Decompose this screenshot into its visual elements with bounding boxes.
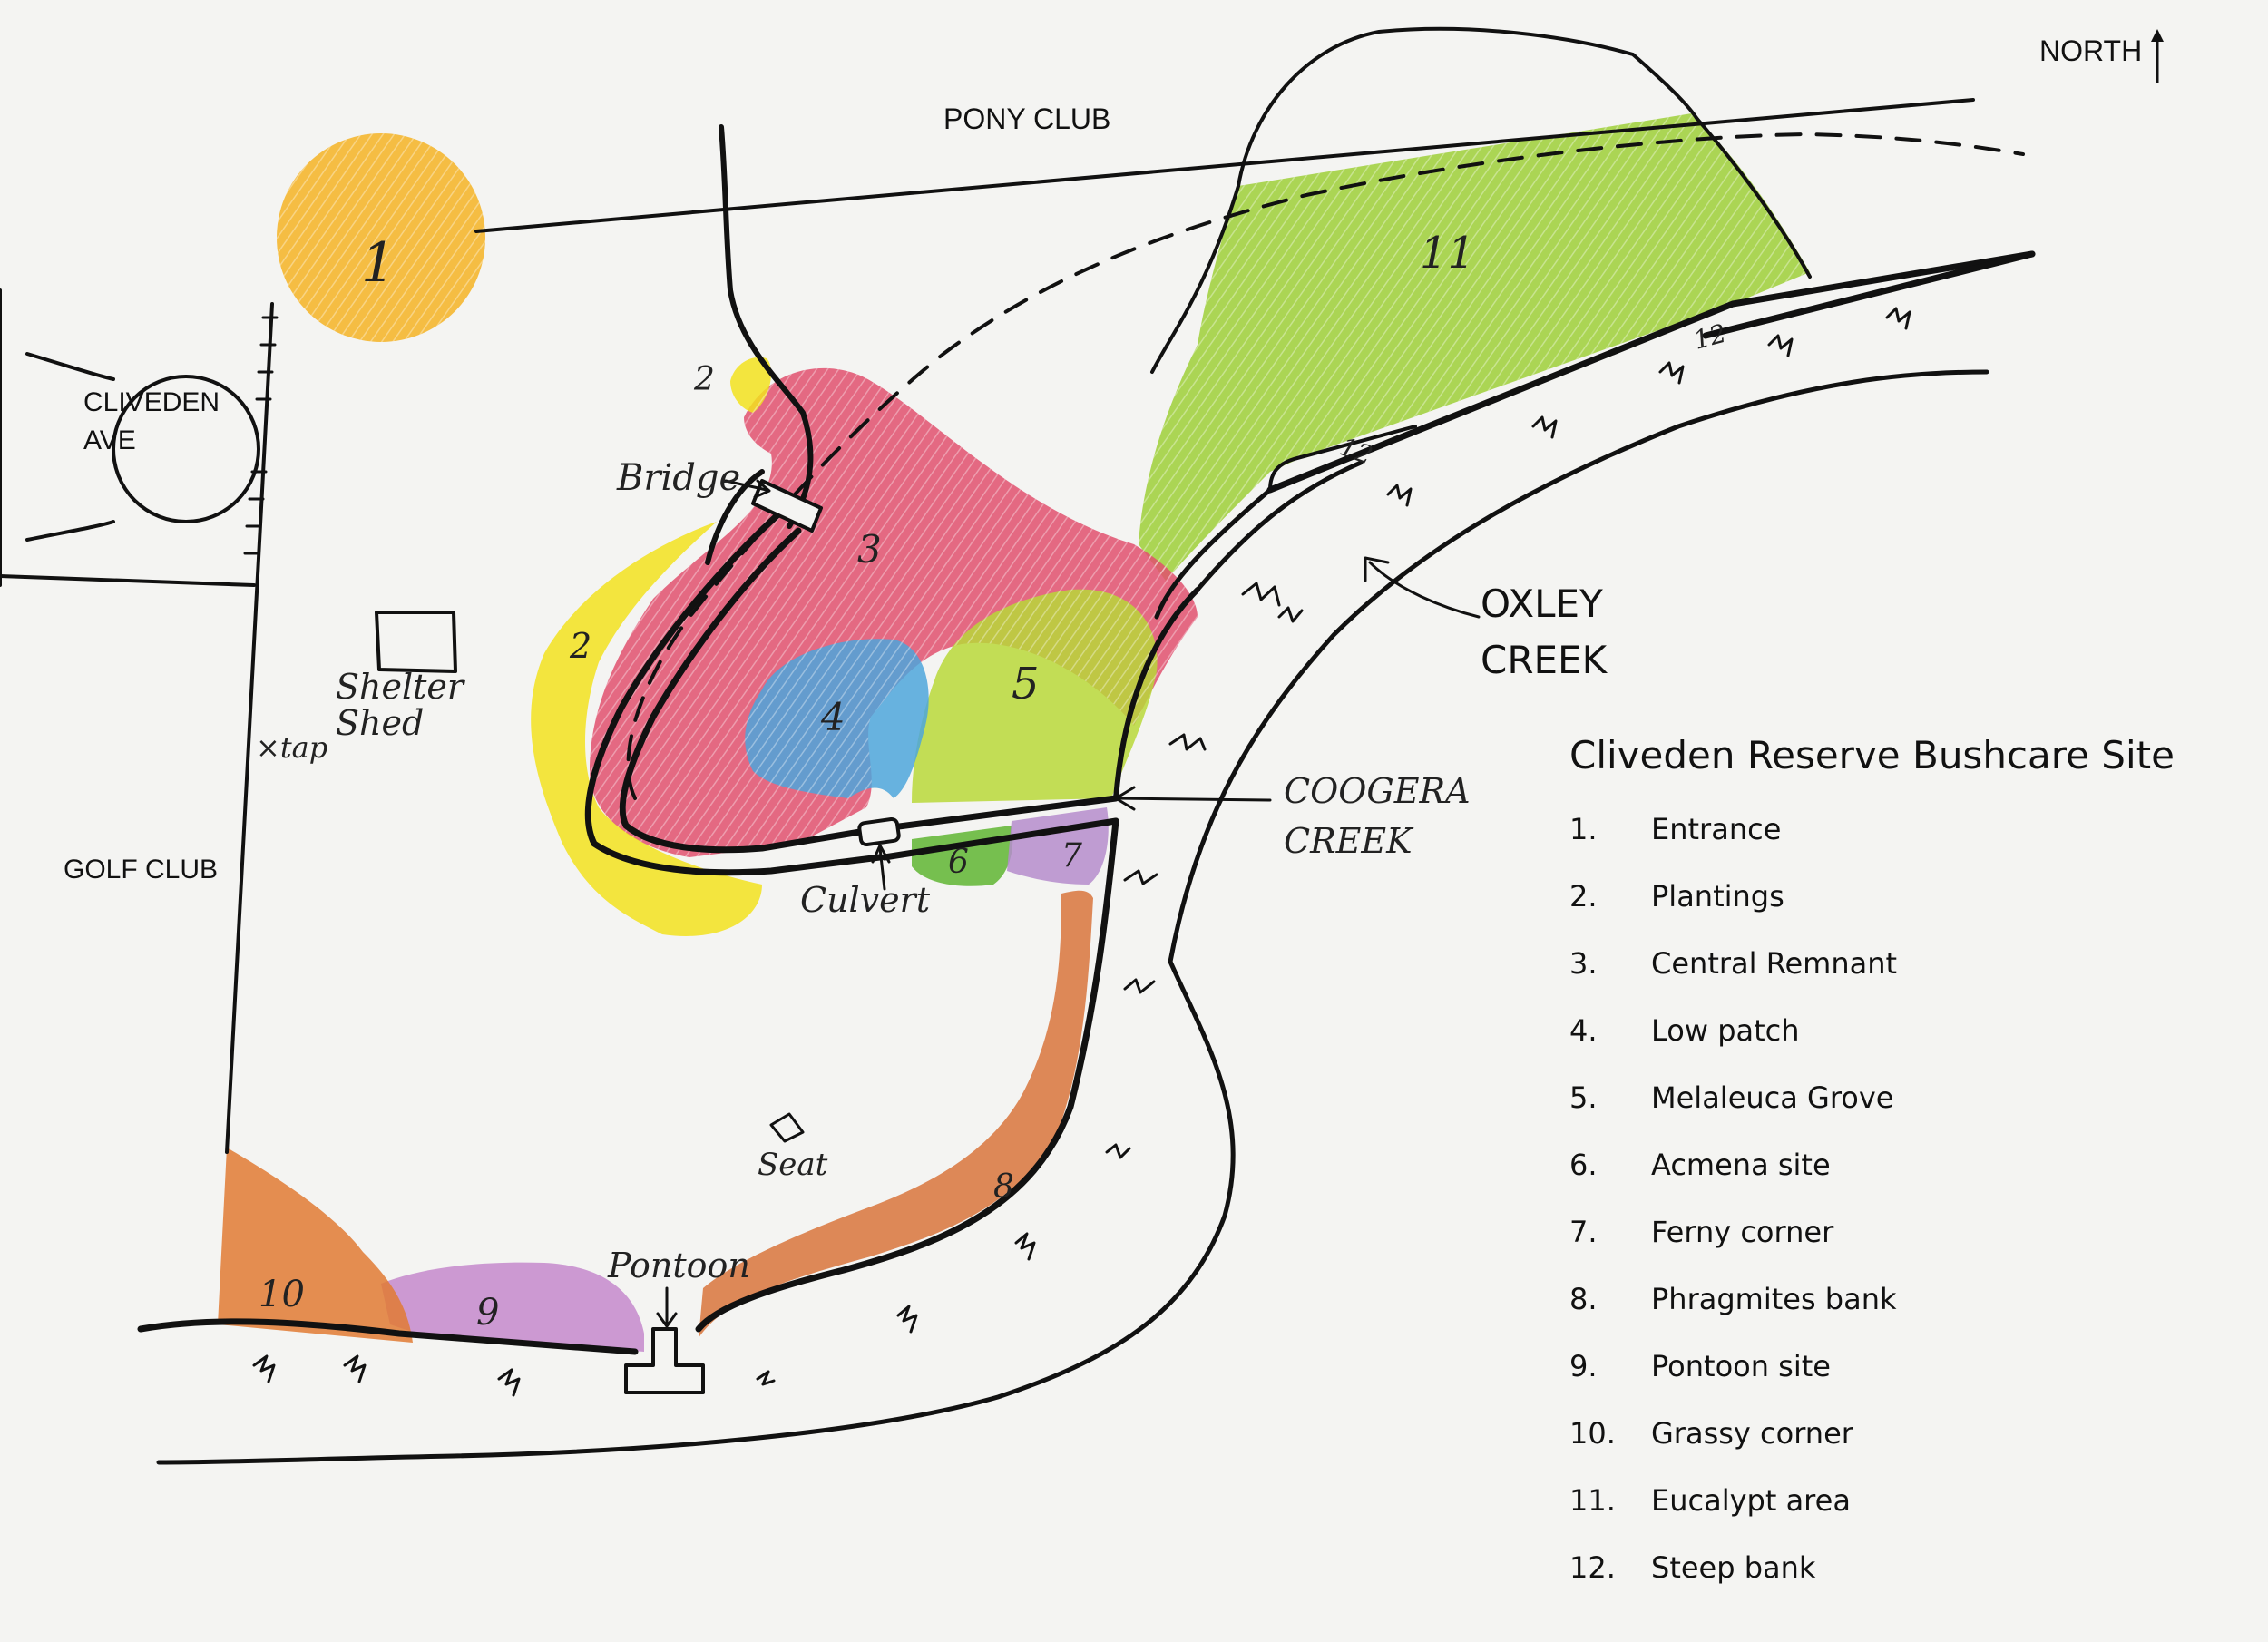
label-culvert: Culvert (800, 880, 931, 920)
zone-label-5: 5 (1012, 659, 1040, 709)
legend-item-label: Eucalypt area (1651, 1483, 1851, 1518)
north-indicator: NORTH (2039, 29, 2165, 91)
oxley-creek-east-bank (1266, 250, 2036, 494)
zone-label-2-left: 2 (569, 626, 591, 666)
label-pontoon: Pontoon (607, 1246, 750, 1285)
zone-ferny-corner (1007, 807, 1109, 885)
legend-item-label: Grassy corner (1651, 1416, 1853, 1451)
zone-label-3: 3 (857, 527, 882, 572)
seat (769, 1112, 805, 1143)
legend-item-number: 3. (1569, 946, 1598, 981)
label-oxley-creek-1: OXLEY (1481, 582, 1603, 626)
label-pony-club: PONY CLUB (943, 103, 1110, 135)
legend-item-label: Phragmites bank (1651, 1282, 1897, 1316)
place-labels: PONY CLUB CLIVEDEN AVE GOLF CLUB OXLEY C… (64, 103, 1608, 1285)
legend-item-label: Melaleuca Grove (1651, 1080, 1894, 1115)
zone-label-12-upper: 12 (1690, 318, 1729, 356)
legend-item: 9. Pontoon site (1569, 1349, 1897, 1416)
legend-item: 6. Acmena site (1569, 1148, 1897, 1215)
zone-label-1: 1 (361, 231, 396, 295)
legend-item: 8. Phragmites bank (1569, 1282, 1897, 1349)
legend-item-number: 7. (1569, 1215, 1598, 1249)
oxley-creek-far-bank (1168, 369, 1989, 964)
legend-item: 4. Low patch (1569, 1013, 1897, 1080)
shelter-shed (375, 611, 457, 673)
label-bridge: Bridge (616, 457, 740, 499)
legend-item-label: Central Remnant (1651, 946, 1898, 981)
legend-item-number: 4. (1569, 1013, 1598, 1048)
legend-item-number: 1. (1569, 812, 1598, 846)
label-shed: Shed (336, 703, 424, 743)
zone-label-4: 4 (820, 695, 846, 739)
label-cliveden-ave-1: CLIVEDEN (83, 387, 220, 417)
zone-label-6: 6 (948, 844, 969, 881)
legend-item: 11. Eucalypt area (1569, 1483, 1897, 1550)
label-shelter: Shelter (336, 667, 466, 707)
zone-grassy-corner (218, 1148, 413, 1343)
legend-item-number: 5. (1569, 1080, 1598, 1115)
zone-phragmites-bank (699, 890, 1093, 1338)
steep-bank-strip (1268, 425, 1417, 492)
legend-list: 1. Entrance 2. Plantings 3. Central Remnant… (1569, 812, 1897, 1618)
reed-marks (252, 307, 1911, 1397)
zone-label-7: 7 (1061, 837, 1082, 875)
legend-item-label: Acmena site (1651, 1148, 1831, 1182)
western-boundary (225, 302, 274, 1154)
zone-label-2-top: 2 (693, 361, 715, 398)
label-tap: ×tap (256, 730, 327, 765)
zone-label-8: 8 (993, 1168, 1014, 1206)
north-label: NORTH (2039, 34, 2143, 67)
eucalypt-loop (1237, 26, 1698, 188)
pontoon (624, 1327, 705, 1394)
legend-item-label: Pontoon site (1651, 1349, 1831, 1383)
culvert (857, 816, 901, 847)
legend-item-number: 9. (1569, 1349, 1598, 1383)
legend-item-label: Steep bank (1651, 1550, 1816, 1585)
coogera-creek-culvert-channel (867, 795, 1119, 834)
legend-item-number: 6. (1569, 1148, 1598, 1182)
label-cliveden-ave-2: AVE (83, 425, 136, 455)
cliveden-ave-road (25, 352, 115, 381)
legend-item: 10. Grassy corner (1569, 1416, 1897, 1483)
coogera-creek-upper (719, 124, 814, 529)
legend-item-number: 2. (1569, 879, 1598, 914)
map-title: Cliveden Reserve Bushcare Site (1569, 733, 2175, 777)
label-coogera-creek-2: CREEK (1284, 821, 1414, 861)
walking-track-dashed (626, 132, 2025, 800)
legend-item-number: 10. (1569, 1416, 1616, 1451)
cliveden-ave-cul-de-sac (112, 375, 260, 523)
legend-item: 1. Entrance (1569, 812, 1897, 879)
legend-item-number: 8. (1569, 1282, 1598, 1316)
legend-item-number: 11. (1569, 1483, 1616, 1518)
oxley-creek-west-bank (695, 817, 1119, 1333)
legend-item-label: Ferny corner (1651, 1215, 1834, 1249)
line-work (0, 26, 2036, 1465)
label-seat: Seat (758, 1147, 828, 1183)
legend-item-number: 12. (1569, 1550, 1616, 1585)
bridge-arrow (724, 479, 768, 492)
legend-item: 12. Steep bank (1569, 1550, 1897, 1618)
southern-bank (137, 1318, 639, 1355)
legend-item-label: Entrance (1651, 812, 1782, 846)
coogera-arrow (1114, 797, 1272, 802)
zone-pontoon-site (381, 1262, 644, 1352)
legend-item-label: Low patch (1651, 1013, 1800, 1048)
oxley-arrow (1368, 561, 1481, 619)
legend-item: 2. Plantings (1569, 879, 1897, 946)
label-golf-club: GOLF CLUB (64, 855, 218, 885)
legend-item: 7. Ferny corner (1569, 1215, 1897, 1282)
culvert-arrow (878, 846, 886, 891)
legend-item: 3. Central Remnant (1569, 946, 1897, 1013)
zone-shading (277, 113, 1810, 857)
zone-label-10: 10 (259, 1274, 305, 1315)
zone-label-9: 9 (476, 1292, 499, 1334)
legend-item-label: Plantings (1651, 879, 1784, 914)
legend-item: 5. Melaleuca Grove (1569, 1080, 1897, 1148)
label-coogera-creek-1: COOGERA (1284, 771, 1471, 811)
north-arrow-icon (2151, 29, 2165, 83)
label-oxley-creek-2: CREEK (1481, 638, 1608, 682)
zone-label-11: 11 (1420, 228, 1475, 279)
